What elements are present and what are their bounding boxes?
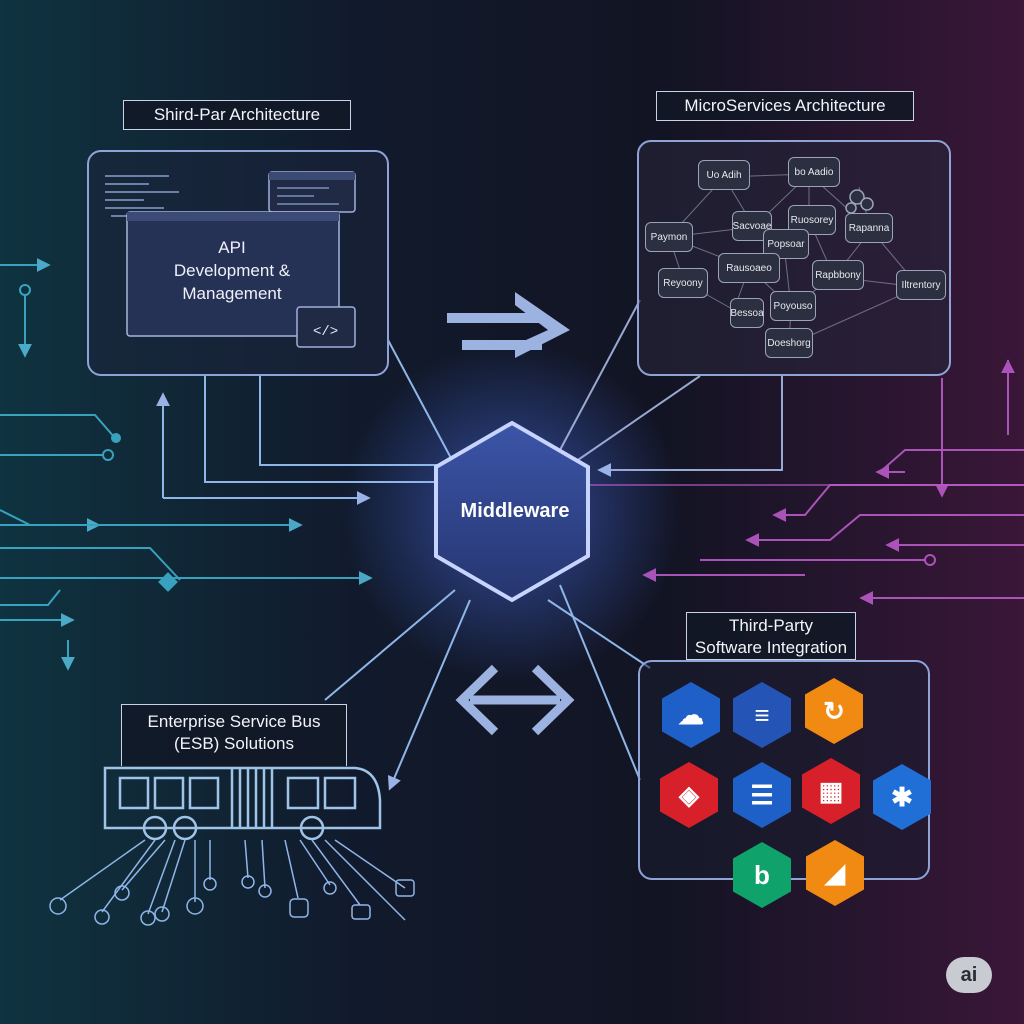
service-node: Iltrentory: [896, 270, 946, 300]
grid-icon: ▦: [802, 758, 860, 824]
code-lines-graphic: </>: [105, 171, 356, 348]
api-connectors: [156, 339, 453, 505]
service-node: Uo Adih: [698, 160, 750, 190]
service-node: Rapbbony: [812, 260, 864, 290]
svg-text:</>: </>: [313, 324, 338, 340]
tile-icon: ◢: [806, 840, 864, 906]
left-circuit-traces: [0, 258, 373, 671]
lower-connectors: [324, 584, 651, 791]
esb-endpoint-icons: [49, 875, 415, 926]
esb-section-title: Enterprise Service Bus (ESB) Solutions: [121, 704, 347, 766]
bluetooth-icon: ✱: [873, 764, 931, 830]
sync-icon: ↻: [805, 678, 863, 744]
esb-fanout-lines: [59, 839, 406, 921]
third-party-section-title: Third-Party Software Integration: [686, 612, 856, 660]
bus-icon: [103, 766, 382, 841]
api-panel: </>: [87, 150, 389, 376]
ai-badge: ai: [946, 957, 992, 993]
service-node: Poyouso: [770, 291, 816, 321]
service-node: Rapanna: [845, 213, 893, 243]
b-logo-icon: b: [733, 842, 791, 908]
box-icon: ◈: [660, 762, 718, 828]
service-node: Paymon: [645, 222, 693, 252]
service-node: Rausoaeo: [718, 253, 780, 283]
flow-arrow-bidirectional: [455, 664, 575, 736]
service-node: Doeshorg: [765, 328, 813, 358]
api-section-title: Shird-Par Architecture: [123, 100, 351, 130]
stack-icon: ≡: [733, 682, 791, 748]
database-icon: ☰: [733, 762, 791, 828]
microservices-section-title: MicroServices Architecture: [656, 91, 914, 121]
service-node: bo Aadio: [788, 157, 840, 187]
right-circuit-traces: [642, 359, 1024, 605]
middleware-label: Middleware: [460, 500, 570, 522]
flow-arrow-right: [447, 292, 570, 358]
cloud-icon: ☁: [662, 682, 720, 748]
service-node: Bessoa: [730, 298, 764, 328]
middleware-hexagon: [434, 420, 590, 603]
api-panel-text: API Development & Management: [173, 238, 291, 303]
service-node: Reyoony: [658, 268, 708, 298]
microservices-connectors: [559, 299, 1024, 486]
